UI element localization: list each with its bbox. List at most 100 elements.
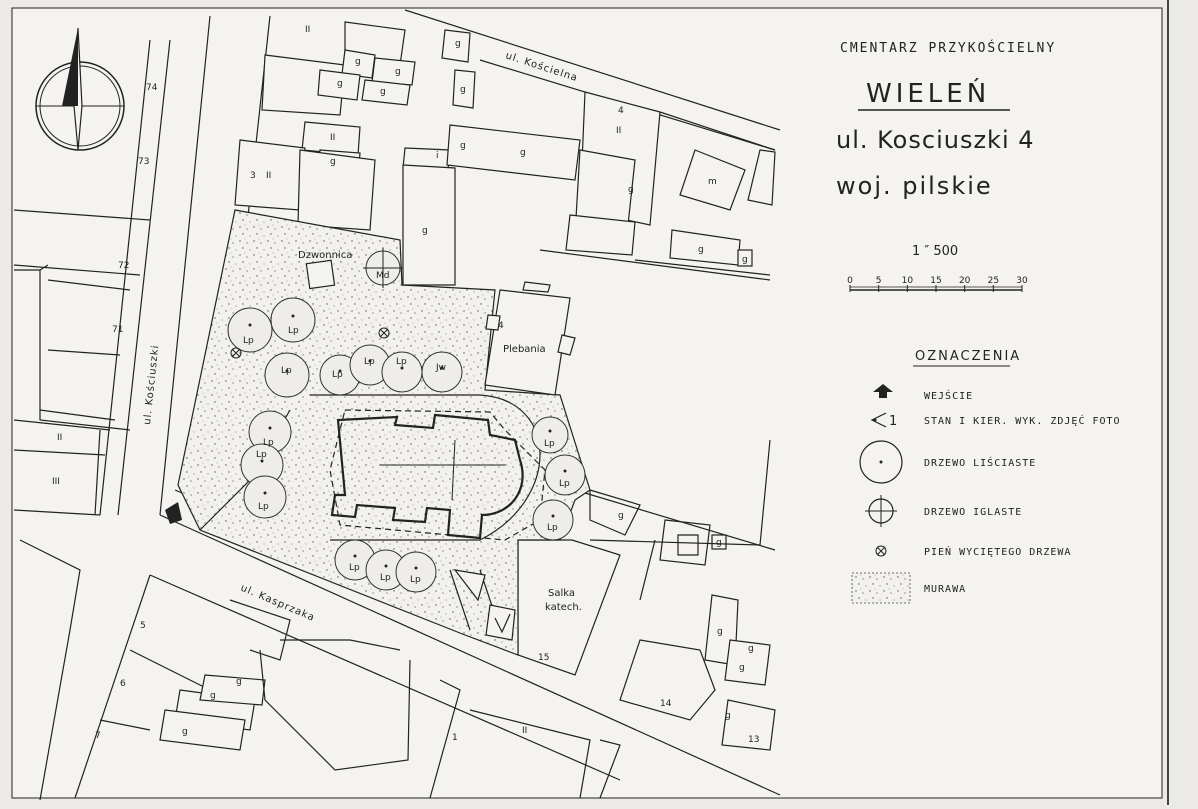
dzwonnica-label: Dzwonnica xyxy=(298,250,352,261)
lot-mark: g xyxy=(748,644,754,654)
legend-label-lawn: MURAWA xyxy=(924,584,966,595)
tree-label: Lp xyxy=(281,366,292,376)
legend-lawn-icon xyxy=(851,572,911,604)
lot-mark: II xyxy=(57,433,62,443)
tree-label: Lp xyxy=(559,479,570,489)
scale-tick-label: 5 xyxy=(876,276,882,286)
legend-photo-direction-icon xyxy=(870,412,887,428)
plot-number: 4 xyxy=(618,106,624,116)
lot-mark: g xyxy=(717,627,723,637)
address: ul. Kosciuszki 4 xyxy=(836,126,1035,154)
photo-marker xyxy=(494,613,511,634)
legend-label-entrance: WEJŚCIE xyxy=(924,389,973,402)
scale-ratio: 1 ″ 500 xyxy=(912,244,958,259)
tree-label: Lp xyxy=(258,502,269,512)
plot-number: 1 xyxy=(452,733,458,743)
tree-lp xyxy=(227,307,273,353)
lot-mark: III xyxy=(52,477,60,487)
tree-lp xyxy=(264,352,310,398)
title-block: CMENTARZ PRZYKOŚCIELNY WIELEŃ ul. Kosciu… xyxy=(836,40,1056,259)
tree-lp xyxy=(532,499,574,541)
tree-label: Lp xyxy=(380,573,391,583)
tree-label: Lp xyxy=(256,450,267,460)
legend-label-conifer: DRZEWO IGLASTE xyxy=(924,507,1022,518)
tree-label: Lp xyxy=(243,336,254,346)
legend-label-stump: PIEŃ WYCIĘTEGO DRZEWA xyxy=(924,545,1071,558)
plot-number: 72 xyxy=(118,261,129,271)
plot-number: 71 xyxy=(112,325,123,335)
tree-label: Lp xyxy=(410,575,421,585)
stump-icon xyxy=(230,347,242,359)
lot-mark: g xyxy=(330,157,336,167)
lot-mark: g xyxy=(337,79,343,89)
lot-mark: g xyxy=(698,245,704,255)
plebania-building xyxy=(484,281,576,396)
tree-lp xyxy=(544,454,586,496)
tree-label: Lp xyxy=(288,326,299,336)
tree-label: Lp xyxy=(364,357,375,367)
legend: OZNACZENIA WEJŚCIE 1 STAN I KIER. WYK. Z… xyxy=(851,349,1121,604)
tree-label: Md xyxy=(376,271,389,281)
lot-mark: II xyxy=(266,171,271,181)
tree-label: Lp xyxy=(349,563,360,573)
lot-mark: g xyxy=(355,57,361,67)
scale-tick-label: 30 xyxy=(1016,276,1028,286)
lot-mark: II xyxy=(330,133,335,143)
dzwonnica-building xyxy=(305,259,336,290)
lot-mark: g xyxy=(460,85,466,95)
top-buildings xyxy=(234,21,776,286)
tree-jw xyxy=(421,351,463,393)
legend-photo-number: 1 xyxy=(889,414,897,429)
tree-label: Jw xyxy=(435,363,446,373)
bottom-left-parcels xyxy=(74,574,411,799)
scale-tick-label: 20 xyxy=(959,276,971,286)
plot-number: 6 xyxy=(120,679,126,689)
left-parcels xyxy=(13,209,151,516)
lot-mark: II xyxy=(522,726,527,736)
tree-lp xyxy=(395,551,437,593)
plot-number: 15 xyxy=(538,653,549,663)
scale-tick-label: 15 xyxy=(930,276,941,286)
tree-label: Lp xyxy=(544,439,555,449)
lot-mark: g xyxy=(725,711,731,721)
plot-number: 73 xyxy=(138,157,149,167)
scale-tick-label: 0 xyxy=(847,276,853,286)
plot-number: 14 xyxy=(660,699,672,709)
lot-mark: g xyxy=(460,141,466,151)
lot-mark: g xyxy=(210,691,216,701)
plot-number: 13 xyxy=(748,735,759,745)
legend-conifer-tree-icon xyxy=(865,495,897,527)
legend-label-deciduous: DRZEWO LIŚCIASTE xyxy=(924,456,1036,469)
place-name: WIELEŃ xyxy=(866,77,990,109)
region: woj. pilskie xyxy=(836,172,993,200)
legend-entrance-icon xyxy=(873,384,893,398)
tree-lp xyxy=(349,344,391,386)
plot-number: 3 xyxy=(250,171,256,181)
plot-number: 5 xyxy=(140,621,146,631)
lot-mark: g xyxy=(618,511,624,521)
legend-label-photo: STAN I KIER. WYK. ZDJĘĆ FOTO xyxy=(924,414,1121,427)
trees-group xyxy=(227,248,586,593)
lot-mark: II xyxy=(305,25,310,35)
lot-mark: g xyxy=(520,148,526,158)
plot-number: 7 xyxy=(95,731,101,741)
salka-label-line1: Salka xyxy=(548,588,575,599)
tree-label: Lp xyxy=(263,438,274,448)
legend-heading: OZNACZENIA xyxy=(915,349,1021,364)
stump-icon xyxy=(378,327,390,339)
lot-mark: i xyxy=(436,151,439,161)
lot-mark: g xyxy=(236,677,242,687)
plot-number: 4 xyxy=(498,321,504,331)
map-title: CMENTARZ PRZYKOŚCIELNY xyxy=(840,40,1056,56)
plot-number: 74 xyxy=(146,83,158,93)
lot-mark: g xyxy=(455,39,461,49)
tree-lp xyxy=(334,539,376,581)
salka-label-line2: katech. xyxy=(545,602,582,613)
lot-mark: g xyxy=(395,67,401,77)
tree-lp xyxy=(270,297,316,343)
scale-tick-label: 25 xyxy=(988,276,999,286)
north-arrow-icon xyxy=(35,27,125,151)
